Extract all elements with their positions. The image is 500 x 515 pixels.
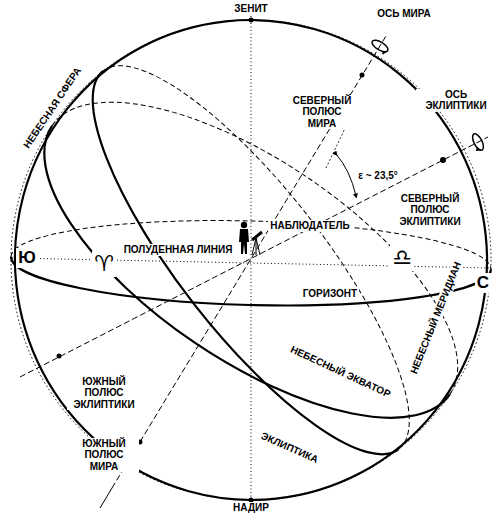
angle-label: ε ~ 23,5°	[356, 170, 400, 182]
axis-label: ОСЬ МИРА	[375, 8, 433, 20]
direction-letter: Ю	[16, 248, 38, 268]
north-world-pole	[360, 73, 365, 78]
rotation-symbol	[469, 132, 486, 153]
pole-label: СЕВЕРНЫЙ ПОЛЮС ЭКЛИПТИКИ	[393, 193, 467, 228]
zenith-nadir-line	[251, 16, 252, 502]
circle-label: ЭКЛИПТИКА	[258, 429, 322, 466]
rotation-symbol	[369, 38, 390, 56]
line-label: ПОЛУДЕННАЯ ЛИНИЯ	[122, 244, 235, 256]
circle-label: НЕБЕСНЫЙ ЭКВАТОР	[286, 343, 393, 401]
world-axis	[112, 36, 386, 488]
circle-label: ГОРИЗОНТ	[301, 288, 359, 300]
sphere-label: НЕБЕСНАЯ СФЕРА	[20, 64, 85, 152]
pole-label: ЮЖНЫЙ ПОЛЮС ЭКЛИПТИКИ	[67, 376, 141, 411]
ecliptic-circle	[47, 27, 456, 494]
obliquity-arc	[336, 154, 356, 196]
observer-figure	[239, 222, 262, 255]
observer-label: НАБЛЮДАТЕЛЬ	[268, 220, 351, 232]
pole-label: СЕВЕРНЫЙ ПОЛЮС МИРА	[285, 95, 359, 130]
noon-line	[12, 258, 490, 268]
zodiac-symbol: ♈	[92, 251, 116, 276]
direction-letter: С	[475, 273, 491, 293]
pole-label: ЮЖНЫЙ ПОЛЮС МИРА	[69, 438, 139, 473]
axis-label: ОСЬ ЭКЛИПТИКИ	[416, 89, 496, 112]
nadir-label: НАДИР	[231, 502, 271, 514]
north-ecliptic-pole	[440, 157, 446, 163]
world-axis-tail	[100, 488, 112, 508]
south-ecliptic-pole	[57, 354, 62, 359]
horizon-circle	[10, 215, 492, 312]
zenith-label: ЗЕНИТ	[232, 3, 269, 15]
zodiac-symbol: ♎	[390, 245, 414, 270]
ecliptic-axis	[20, 137, 488, 377]
